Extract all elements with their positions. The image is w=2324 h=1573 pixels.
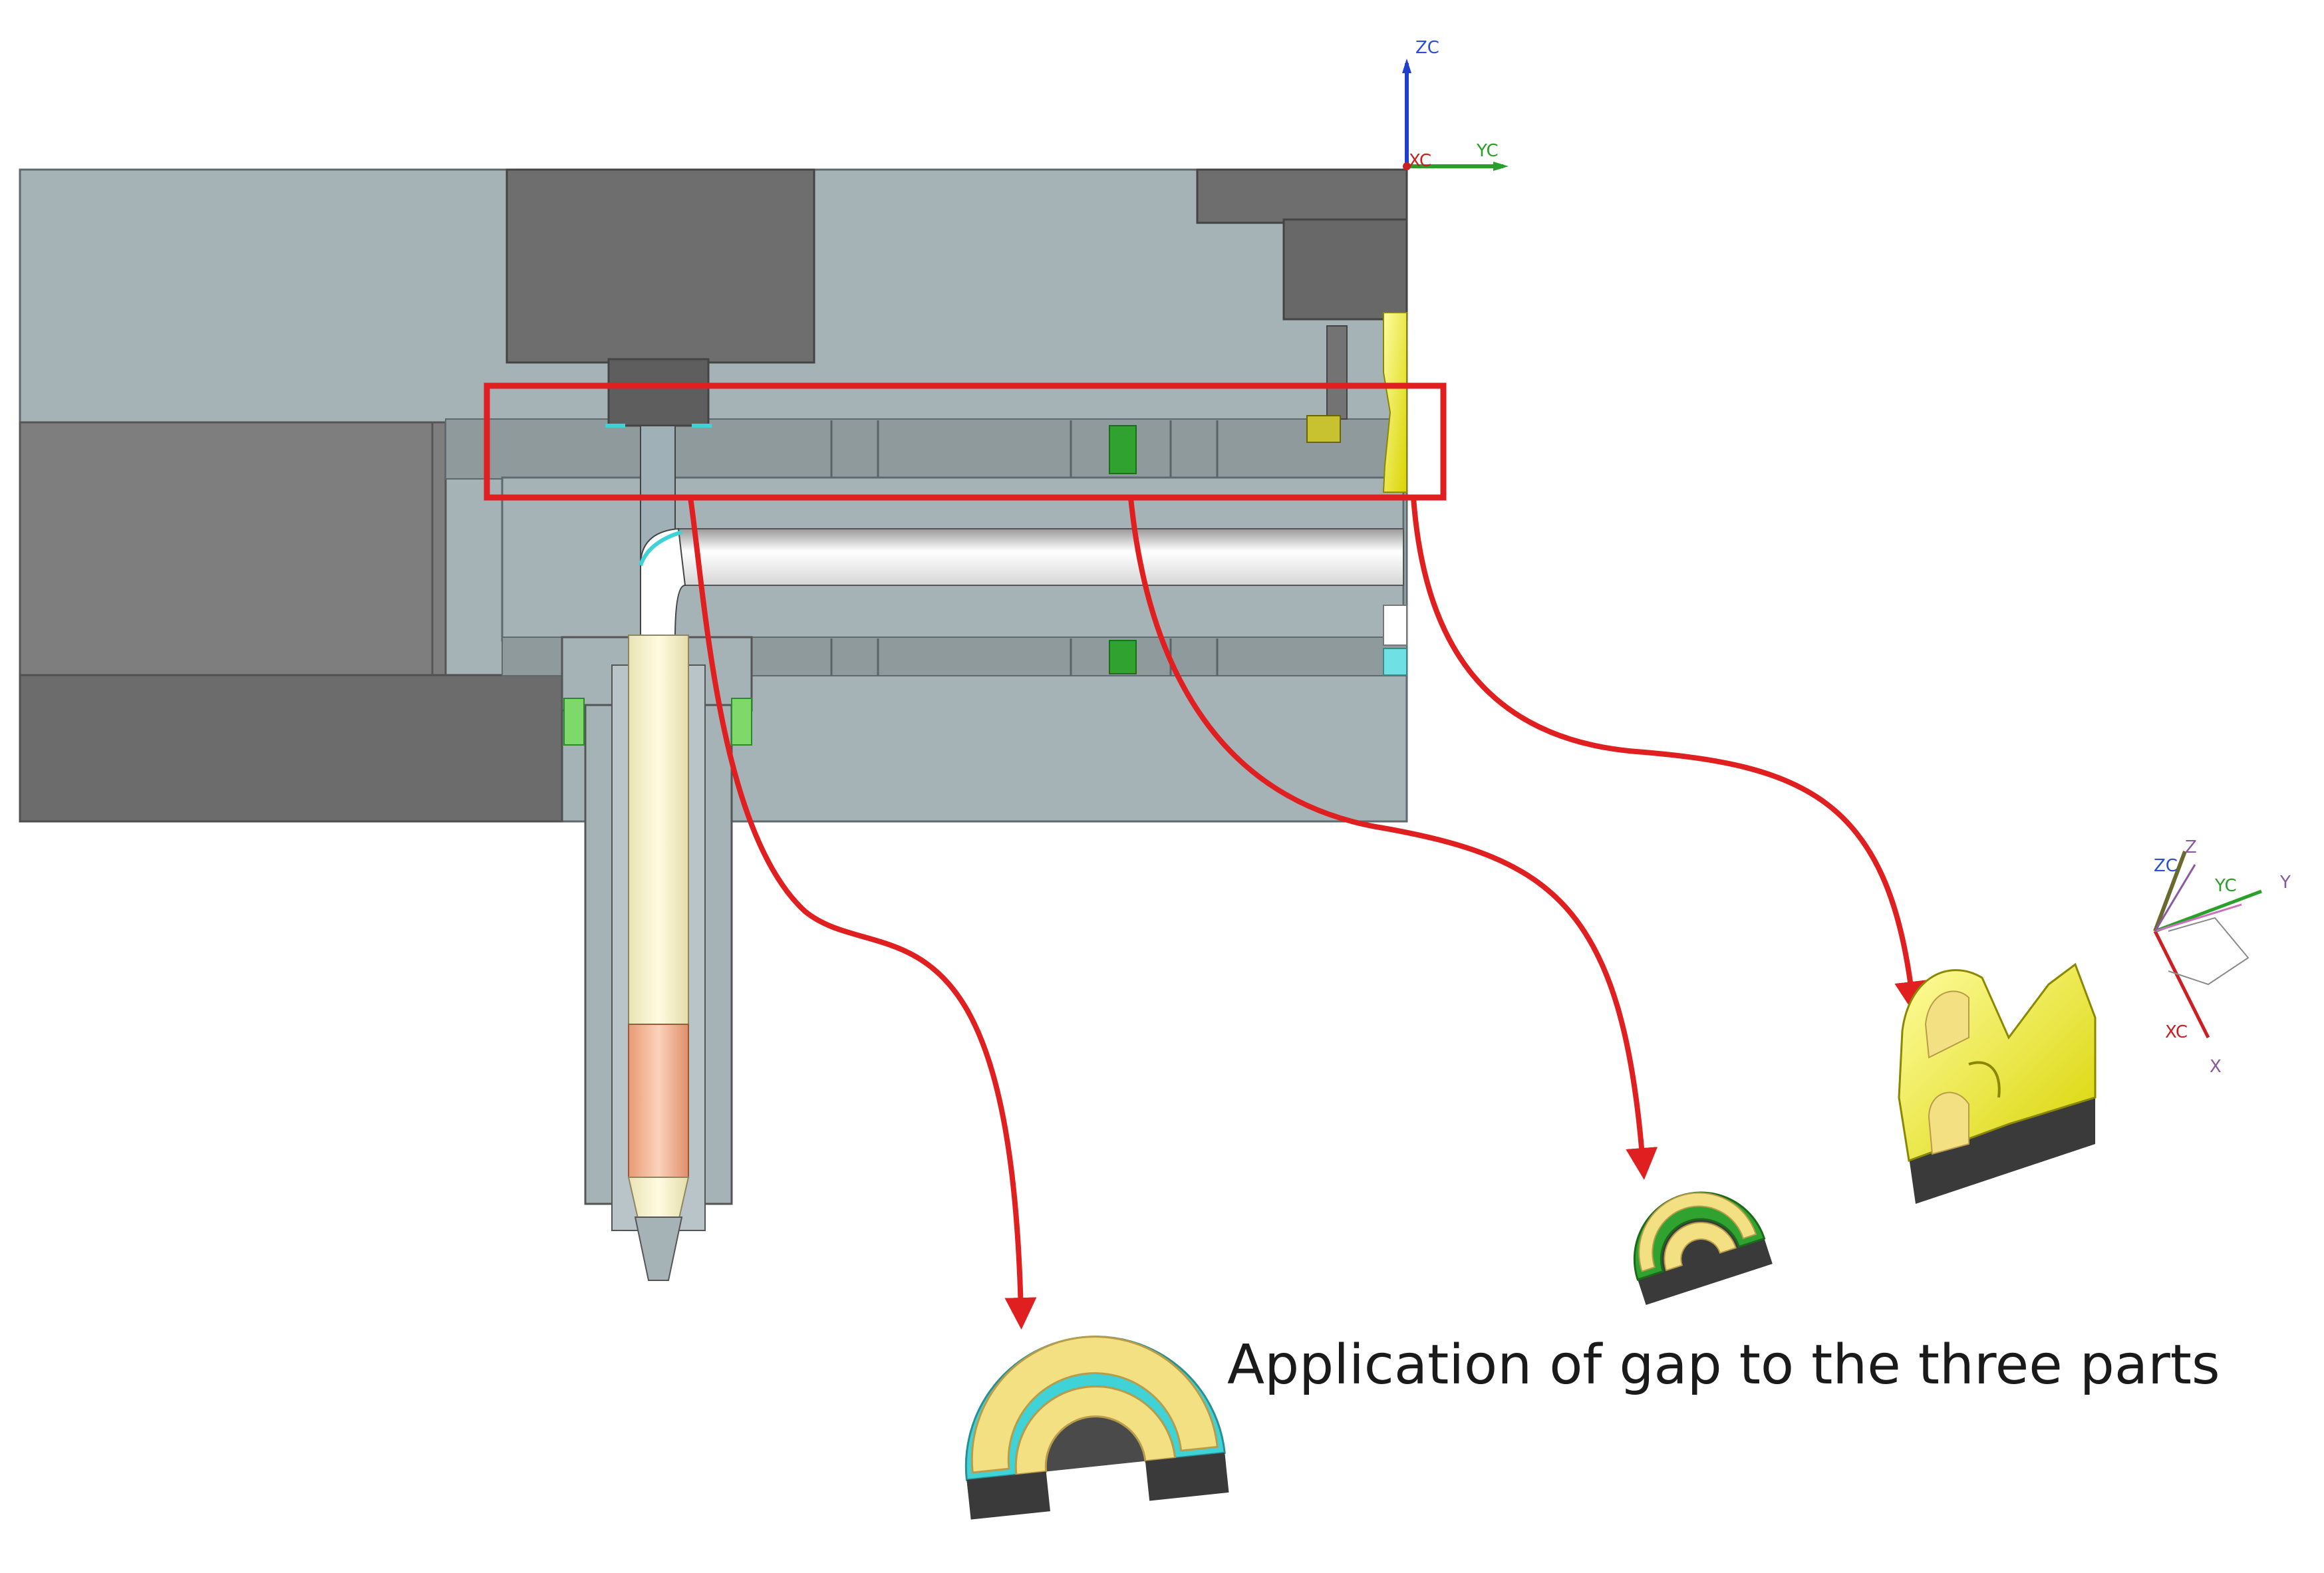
axis-label-zc-right: ZC (2154, 856, 2178, 876)
axis-label-yc-right: YC (2214, 876, 2237, 896)
axis-label-xc-right: XC (2165, 1022, 2188, 1042)
part-1-ring (964, 1336, 1229, 1520)
right-top-block-2 (1282, 218, 1408, 321)
highlight-box (484, 382, 1447, 501)
nozzle-clamp-right (731, 698, 752, 746)
hot-runner-nozzle (561, 635, 753, 1281)
axis-triad-top: ZC YC XC (1402, 38, 1509, 171)
axis-label-zc: ZC (1415, 38, 1439, 58)
caption: Application of gap to the three parts (1227, 1334, 2220, 1397)
yellow-end-part-section (1382, 312, 1407, 493)
nozzle-clamp-left (563, 698, 585, 746)
part-3-yellow-block (1898, 962, 2097, 1204)
nozzle-tip-cream (628, 635, 689, 1028)
axis-label-z-right: Z (2185, 837, 2197, 857)
arrow-to-part-1 (688, 497, 1037, 1330)
callout-arrows (688, 497, 1927, 1330)
axis-triad-right: ZC Z YC Y XC X (2153, 837, 2291, 1077)
runner-channel (678, 528, 1404, 586)
part-2-ring (1633, 1191, 1773, 1305)
axis-label-x-right: X (2210, 1057, 2222, 1077)
nozzle-tip-copper (628, 1024, 689, 1178)
upper-gap-band (445, 418, 1391, 480)
arrow-to-part-3 (1411, 497, 1927, 1014)
axis-label-y-right: Y (2279, 873, 2291, 893)
lower-dark-strip (19, 674, 563, 823)
right-top-block (1196, 168, 1408, 224)
support-pin-top (1109, 425, 1137, 474)
sprue-bushing-neck (607, 358, 710, 427)
channel-elbow (640, 527, 686, 639)
mold-cross-section (19, 168, 1408, 1281)
sprue-bushing-head (506, 168, 815, 364)
right-pin (1326, 325, 1348, 420)
band-separators (830, 420, 1219, 676)
arrow-to-part-2 (1128, 497, 1658, 1180)
axis-label-yc: YC (1476, 141, 1499, 161)
support-pin-bottom (1109, 640, 1137, 674)
axis-label-xc: XC (1409, 151, 1431, 171)
